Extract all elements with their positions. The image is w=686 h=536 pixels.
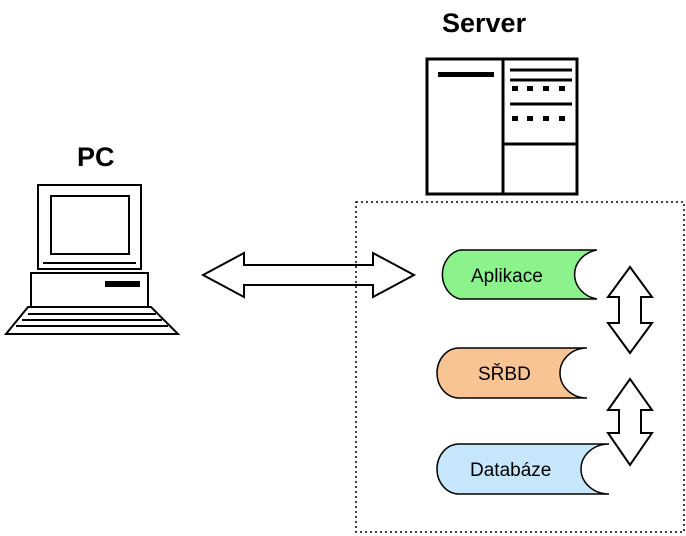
srbd-node xyxy=(436,347,588,399)
databaze-node xyxy=(436,443,610,495)
databaze-label: Databáze xyxy=(470,460,551,481)
server-label: Server xyxy=(442,8,527,38)
pc-server-arrow xyxy=(200,251,417,299)
srbd-label: SŘBD xyxy=(478,363,531,385)
pc-label: PC xyxy=(77,142,115,172)
aplikace-srbd-arrow xyxy=(606,265,654,355)
pc-icon xyxy=(3,184,181,335)
aplikace-node xyxy=(441,249,598,300)
aplikace-label: Aplikace xyxy=(471,266,543,287)
server-icon xyxy=(425,57,579,196)
srbd-databaze-arrow xyxy=(606,377,654,467)
server-boundary xyxy=(355,201,685,533)
